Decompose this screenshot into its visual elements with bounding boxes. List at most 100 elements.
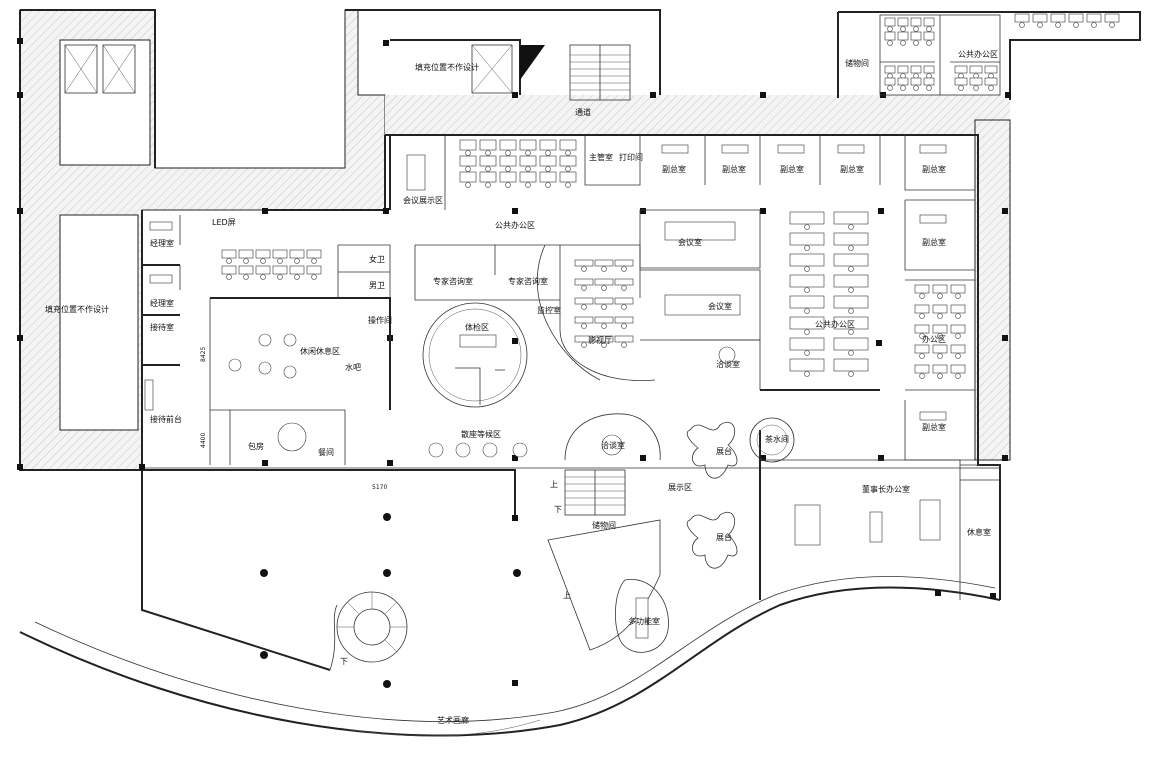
office-chair bbox=[804, 350, 810, 356]
workstation-desk bbox=[923, 31, 935, 41]
office-chair bbox=[485, 150, 491, 156]
workstation-desk bbox=[539, 171, 557, 183]
workstation-desk bbox=[614, 316, 634, 324]
office-chair bbox=[958, 85, 964, 91]
office-chair bbox=[804, 308, 810, 314]
office-chair bbox=[937, 333, 943, 339]
office-chair bbox=[848, 329, 854, 335]
office-chair bbox=[937, 293, 943, 299]
office-chair bbox=[848, 371, 854, 377]
label-vice-5: 副总室 bbox=[922, 164, 946, 174]
label-office-right: 办公区 bbox=[922, 334, 946, 344]
office-chair bbox=[621, 266, 627, 272]
office-chair bbox=[545, 166, 551, 172]
label-dining: 餐间 bbox=[318, 448, 334, 457]
office-chair bbox=[848, 245, 854, 251]
workstation-desk bbox=[910, 31, 922, 41]
workstation-desk bbox=[306, 265, 322, 275]
workstation-desk bbox=[984, 77, 998, 86]
workstation-desk bbox=[289, 265, 305, 275]
workstation-desk bbox=[914, 324, 930, 334]
label-vice-6: 副总室 bbox=[922, 237, 946, 247]
executive-desk bbox=[777, 144, 805, 154]
workstation-desk bbox=[833, 316, 869, 330]
office-chair bbox=[294, 258, 300, 264]
gallery-facade bbox=[19, 576, 1001, 737]
workstation-desk bbox=[984, 65, 998, 74]
label-private-room: 包房 bbox=[248, 441, 264, 451]
exam-circle bbox=[422, 302, 528, 408]
workstation-desk bbox=[559, 171, 577, 183]
round-dining-table bbox=[277, 422, 307, 452]
office-chair bbox=[900, 40, 906, 46]
workstation-desk bbox=[499, 155, 517, 167]
interior-partitions bbox=[142, 135, 1001, 600]
office-chair bbox=[926, 26, 932, 32]
workstation-desk bbox=[932, 324, 948, 334]
label-meeting-2: 会议室 bbox=[708, 301, 732, 311]
office-chair bbox=[919, 313, 925, 319]
office-chair bbox=[260, 258, 266, 264]
lounge-table bbox=[228, 358, 242, 372]
reception-counter bbox=[144, 379, 154, 411]
workstation-desk bbox=[614, 278, 634, 286]
workstation-desk bbox=[789, 316, 825, 330]
waiting-table bbox=[428, 442, 444, 458]
workstation-desk bbox=[833, 337, 869, 351]
room-labels: 填充位置不作设计 填充位置不作设计 储物间 公共办公区 通道 会议展示区 公共办… bbox=[45, 49, 998, 725]
label-storage-mid: 储物间 bbox=[592, 520, 616, 530]
stair-down-2: 下 bbox=[340, 657, 348, 666]
workstation-desk bbox=[1014, 13, 1030, 23]
workstation-desk bbox=[950, 344, 966, 354]
workstation-desk bbox=[789, 295, 825, 309]
workstation-desk bbox=[289, 249, 305, 259]
workstation-desk bbox=[479, 171, 497, 183]
executive-desk bbox=[661, 144, 689, 154]
tree bbox=[749, 417, 795, 463]
office-chair bbox=[887, 85, 893, 91]
office-chair bbox=[848, 287, 854, 293]
meeting-table bbox=[664, 221, 736, 241]
workstation-desk bbox=[884, 17, 896, 27]
lounge-table bbox=[258, 333, 272, 347]
staircase-mid bbox=[547, 469, 661, 651]
label-meeting-display: 会议展示区 bbox=[403, 195, 443, 205]
office-chair bbox=[565, 150, 571, 156]
office-chair bbox=[887, 40, 893, 46]
office-chair bbox=[621, 342, 627, 348]
workstation-desk bbox=[914, 284, 930, 294]
office-chair bbox=[581, 285, 587, 291]
office-chair bbox=[505, 166, 511, 172]
furniture bbox=[144, 13, 1120, 546]
workstation-desk bbox=[479, 139, 497, 151]
office-chair bbox=[525, 166, 531, 172]
workstation-desk bbox=[1086, 13, 1102, 23]
workstation-desk bbox=[574, 259, 594, 267]
label-waiting: 散座等候区 bbox=[461, 429, 501, 439]
label-male-wc: 男卫 bbox=[369, 281, 385, 290]
waiting-table bbox=[455, 442, 471, 458]
office-chair bbox=[804, 224, 810, 230]
workstation-desk bbox=[1050, 13, 1066, 23]
workstation-desk bbox=[914, 344, 930, 354]
workstation-desk bbox=[238, 265, 254, 275]
workstation-desk bbox=[1068, 13, 1084, 23]
structural-columns bbox=[17, 38, 1011, 688]
office-chair bbox=[601, 304, 607, 310]
executive-desk bbox=[721, 144, 749, 154]
office-chair bbox=[1055, 22, 1061, 28]
waiting-table bbox=[512, 442, 528, 458]
workstation-desk bbox=[833, 211, 869, 225]
workstation-desk bbox=[910, 17, 922, 27]
workstation-desk bbox=[574, 335, 594, 343]
fill-zone-label-left: 填充位置不作设计 bbox=[45, 304, 109, 314]
workstation-desk bbox=[594, 278, 614, 286]
meeting-table bbox=[406, 154, 426, 191]
label-monitor: 监控室 bbox=[537, 305, 561, 315]
office-chair bbox=[937, 313, 943, 319]
office-chair bbox=[243, 274, 249, 280]
workstation-desk bbox=[594, 335, 614, 343]
office-chair bbox=[525, 150, 531, 156]
workstation-desk bbox=[789, 232, 825, 246]
